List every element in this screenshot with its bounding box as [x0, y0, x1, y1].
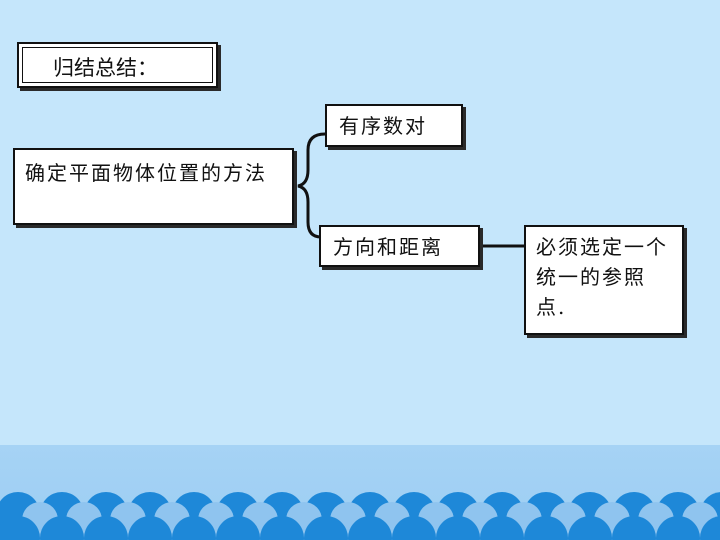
- summary-title: 归结总结：: [17, 42, 218, 88]
- branch-direction-distance: 方向和距离: [319, 225, 480, 267]
- wave-scallop: [700, 516, 720, 540]
- wave-scallop: [172, 516, 216, 540]
- main-concept-box: 确定平面物体位置的方法: [13, 148, 294, 225]
- wave-scallop: [568, 516, 612, 540]
- curly-brace: [297, 132, 326, 239]
- wave-scallop: [480, 516, 524, 540]
- wave-scallop: [656, 516, 700, 540]
- wave-scallop: [348, 516, 392, 540]
- wave-scallop: [128, 516, 172, 540]
- wave-scallop: [304, 516, 348, 540]
- wave-scallop: [216, 516, 260, 540]
- wave-scallop: [260, 516, 304, 540]
- wave-scallop: [392, 516, 436, 540]
- branch-ordered-pair: 有序数对: [325, 104, 463, 147]
- wave-scallop: [40, 516, 84, 540]
- wave-decoration: [0, 492, 720, 540]
- wave-scallop: [84, 516, 128, 540]
- reference-point-note: 必须选定一个统一的参照点.: [524, 225, 684, 335]
- wave-scallop: [612, 516, 656, 540]
- wave-scallop: [436, 516, 480, 540]
- wave-scallop: [0, 516, 40, 540]
- wave-scallop: [524, 516, 568, 540]
